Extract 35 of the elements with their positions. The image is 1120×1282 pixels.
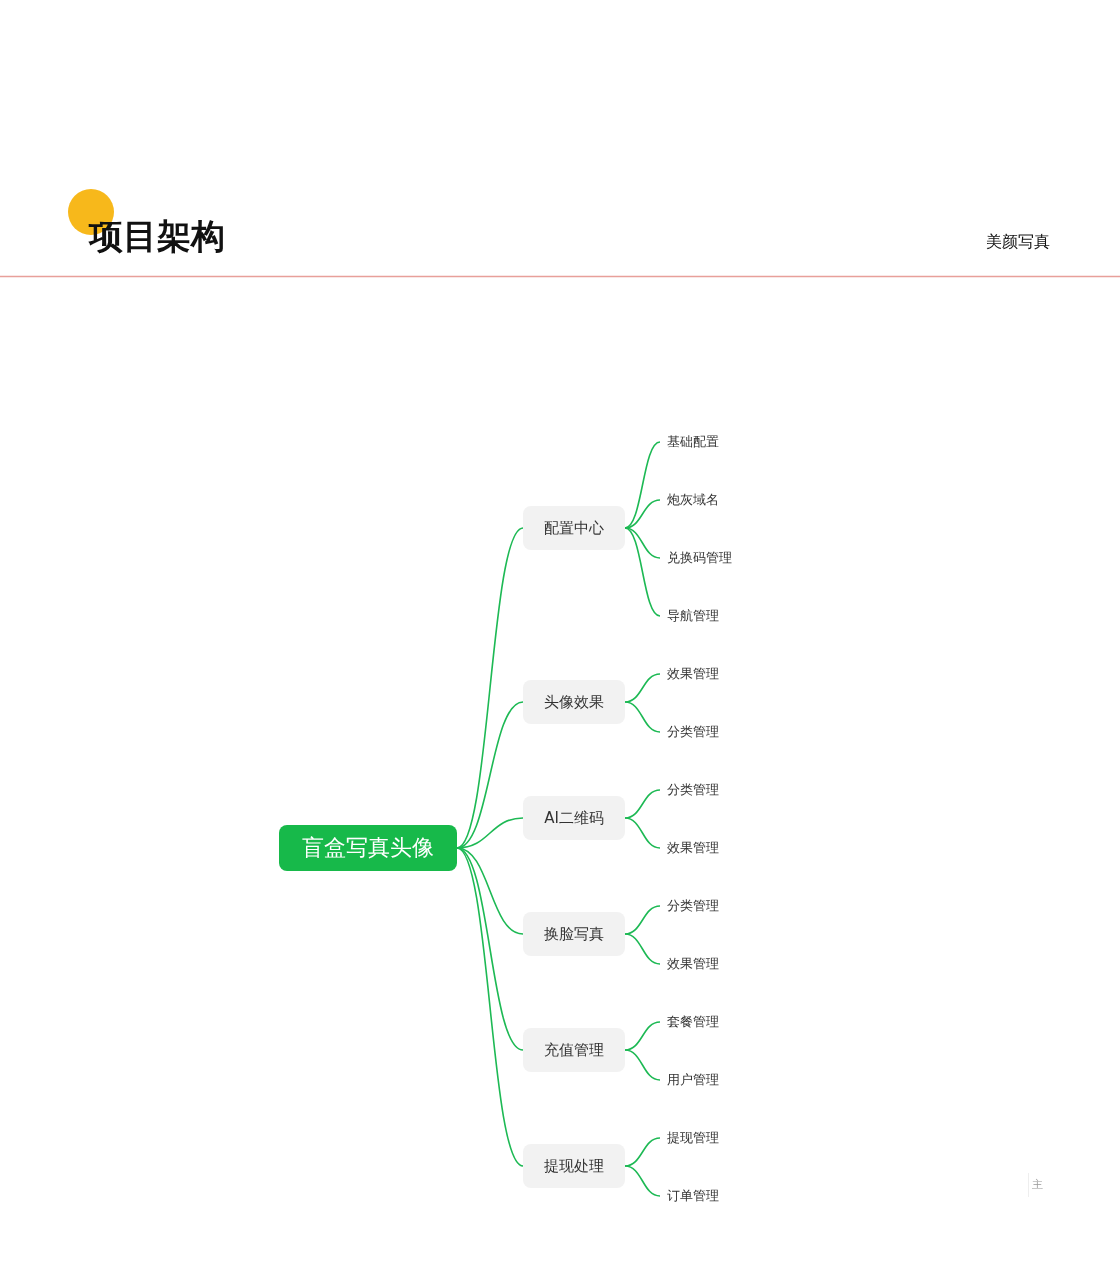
topic-box: 配置中心 <box>523 506 625 550</box>
subtopic-text: 用户管理 <box>660 1069 725 1091</box>
subtopic-text: 提现管理 <box>660 1127 725 1149</box>
connector-curve <box>456 527 524 849</box>
topic-box: 充值管理 <box>523 1028 625 1072</box>
subtopic-text: 基础配置 <box>660 431 725 453</box>
connector-curve <box>624 1049 661 1081</box>
topic-box: AI二维码 <box>523 796 625 840</box>
connector-curve <box>456 847 524 1167</box>
connector-curve <box>624 527 661 617</box>
subtopic-text: 兑换码管理 <box>660 547 738 569</box>
header-text: 美颜写真 <box>986 232 1050 252</box>
root-topic: 盲盒写真头像 <box>279 825 457 871</box>
subtopic-text: 订单管理 <box>660 1185 725 1207</box>
connector-curve <box>624 933 661 965</box>
topic-box: 换脸写真 <box>523 912 625 956</box>
subtopic-text: 效果管理 <box>660 837 725 859</box>
connector-curve <box>624 1165 661 1197</box>
subtopic-text: 分类管理 <box>660 721 725 743</box>
subtopic-text: 分类管理 <box>660 895 725 917</box>
connector-curve <box>624 527 661 559</box>
page-fragment: 主 <box>1028 1173 1046 1197</box>
subtopic-text: 效果管理 <box>660 663 725 685</box>
title: 项目架构 <box>89 215 225 258</box>
subtopic-text: 套餐管理 <box>660 1011 725 1033</box>
subtopic-text: 分类管理 <box>660 779 725 801</box>
connector-curve <box>624 701 661 733</box>
connector-curve <box>624 441 661 529</box>
subtopic-text: 导航管理 <box>660 605 725 627</box>
subtopic-text: 炮灰域名 <box>660 489 725 511</box>
topic-box: 头像效果 <box>523 680 625 724</box>
connector-curve <box>624 817 661 849</box>
topic-box: 提现处理 <box>523 1144 625 1188</box>
connector-curve <box>456 847 524 1051</box>
subtopic-text: 效果管理 <box>660 953 725 975</box>
